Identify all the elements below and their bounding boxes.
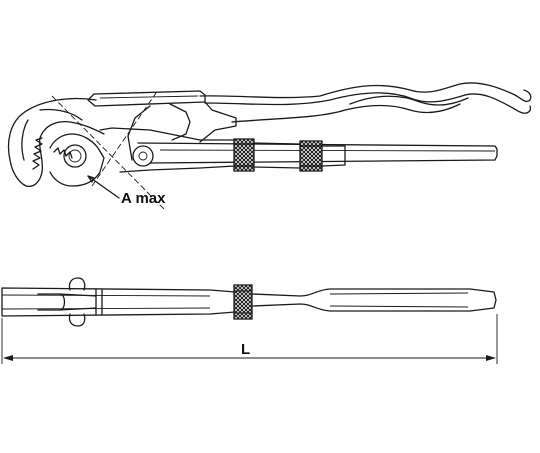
spring-outline: [199, 82, 532, 103]
length-label: L: [241, 341, 251, 358]
top-body: [1, 287, 236, 317]
wrench-top-view: [1, 277, 497, 327]
top-rivet: [68, 277, 86, 291]
knurled-ring-1: [233, 138, 255, 172]
handle-bar: [137, 142, 498, 164]
wrench-side-view: [7, 82, 532, 211]
top-handle: [251, 288, 497, 312]
a-max-label: A max: [121, 190, 166, 207]
knurled-ring-2: [299, 140, 323, 172]
jaw-teeth-upper: [32, 137, 43, 170]
rivet: [132, 145, 154, 167]
movable-jaw: [7, 97, 105, 188]
pivot-nut: [63, 144, 87, 168]
fixed-jaw: [49, 133, 105, 187]
upper-bar: [87, 90, 206, 107]
top-knurled-ring: [233, 284, 253, 320]
dimension-l: [1, 314, 498, 364]
